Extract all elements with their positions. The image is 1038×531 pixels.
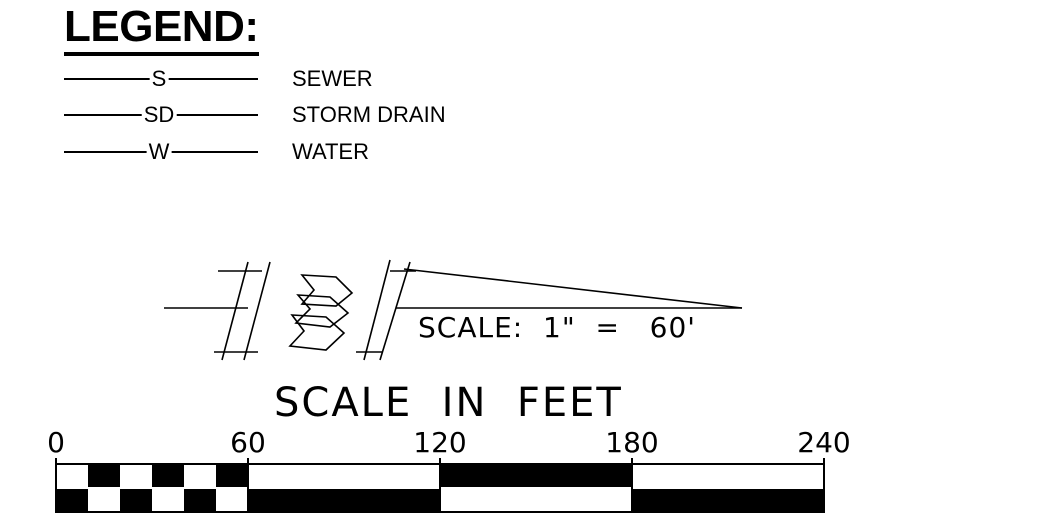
north-arrow-chevron	[288, 314, 346, 351]
scale-bar-segment	[120, 488, 152, 511]
scale-bar-segment	[216, 465, 248, 488]
legend-label: WATER	[292, 139, 369, 164]
legend-label: SEWER	[292, 66, 373, 91]
legend-item-sewer: S SEWER	[64, 67, 484, 91]
north-arrow-chevron	[294, 294, 350, 328]
scale-tick-label: 240	[797, 426, 851, 459]
legend-code: S	[149, 66, 169, 91]
scale-tick-label: 180	[605, 426, 659, 459]
scale-bar-segment	[632, 488, 824, 511]
north-arrow-hatch	[221, 261, 249, 361]
scale-tick-label: 60	[230, 426, 266, 459]
scale-caption: SCALE IN FEET	[274, 380, 623, 426]
scale-tick-label: 120	[413, 426, 467, 459]
scale-tick-label: 0	[47, 426, 65, 459]
legend-item-storm-drain: SD STORM DRAIN	[64, 103, 484, 127]
scale-bar-segment	[152, 465, 184, 488]
north-arrow-hatch	[243, 261, 271, 361]
scale-bar-segment	[184, 488, 216, 511]
scale-ratio-note: SCALE: 1" = 60'	[418, 311, 696, 344]
legend-code: SD	[141, 102, 177, 127]
scale-bar-segments	[56, 465, 824, 511]
scale-bar-segment	[56, 488, 88, 511]
north-arrow-hatch	[363, 259, 391, 361]
north-arrow-hatch	[379, 261, 411, 361]
north-arrow-wedge-top	[403, 268, 743, 309]
scale-bar-segment	[440, 465, 632, 488]
scale-bar-segment	[88, 465, 120, 488]
legend-code: W	[146, 139, 172, 164]
legend-label: STORM DRAIN	[292, 102, 446, 127]
scale-bar-segment	[248, 488, 440, 511]
legend-item-water: W WATER	[64, 140, 484, 164]
legend-title: LEGEND:	[64, 2, 259, 56]
north-arrow-chevron	[300, 274, 354, 307]
